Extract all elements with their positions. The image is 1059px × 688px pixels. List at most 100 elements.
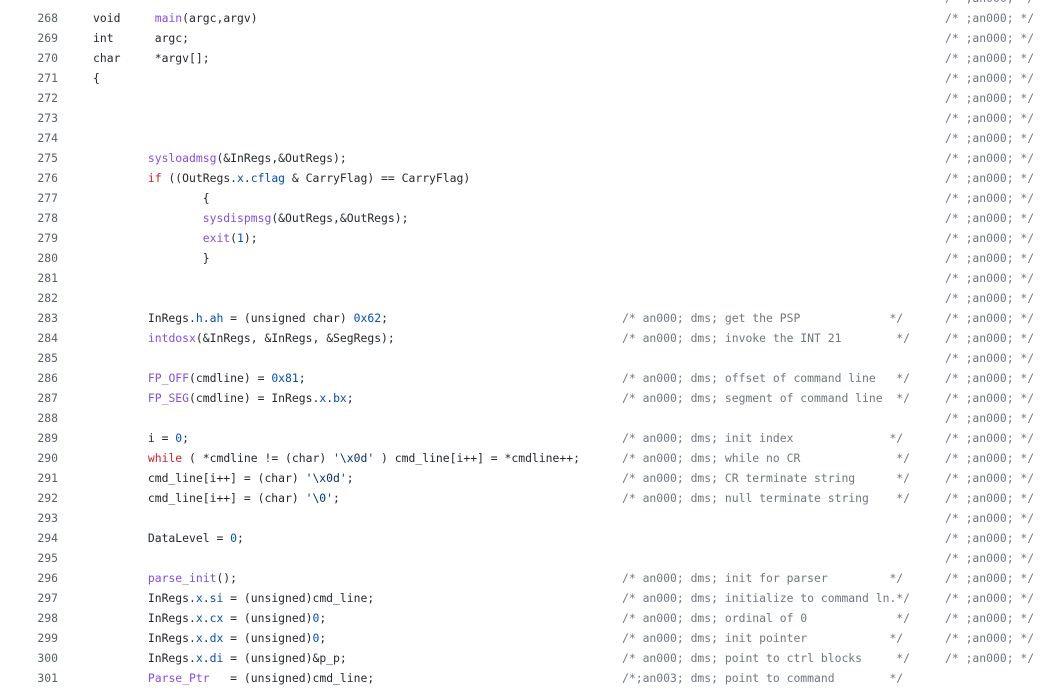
code-token	[93, 211, 203, 225]
code-token: i =	[93, 431, 176, 445]
code-token: ah	[209, 311, 224, 325]
code-token: .	[326, 391, 334, 405]
code-token: InRegs.	[93, 611, 196, 625]
revision-comment: /* ;an000; */	[945, 51, 1035, 65]
code-token: InRegs.	[93, 651, 196, 665]
code-line: 273/* ;an000; */	[0, 108, 1059, 128]
code-token: = (unsigned)	[223, 611, 313, 625]
code-token: 0	[230, 531, 238, 545]
code-text: cmd_line[i++] = (char) '\0';	[93, 488, 340, 508]
inline-comment: /* an000; dms; initialize to command ln.…	[622, 591, 911, 605]
line-number[interactable]: 272	[37, 91, 58, 105]
inline-comment: /* an000; dms; invoke the INT 21 */	[622, 331, 911, 345]
line-number[interactable]: 274	[37, 131, 58, 145]
line-number[interactable]: 288	[37, 411, 58, 425]
code-line: 292 cmd_line[i++] = (char) '\0'; /* an000…	[0, 488, 1059, 508]
line-number[interactable]: 277	[37, 191, 58, 205]
code-text: sysdispmsg(&OutRegs,&OutRegs);	[93, 208, 409, 228]
line-number[interactable]: 270	[37, 51, 58, 65]
code-token: ;	[182, 431, 190, 445]
line-number[interactable]: 273	[37, 111, 58, 125]
code-text: DataLevel = 0;	[93, 528, 244, 548]
code-line: 271{/* ;an000; */	[0, 68, 1059, 88]
code-line: 279 exit(1);/* ;an000; */	[0, 228, 1059, 248]
line-number[interactable]: 293	[37, 511, 58, 525]
code-token: cx	[209, 611, 224, 625]
code-line: 298 InRegs.x.cx = (unsigned)0;/* an000; …	[0, 608, 1059, 628]
code-text: FP_OFF(cmdline) = 0x81;	[93, 368, 306, 388]
line-number[interactable]: 280	[37, 251, 58, 265]
inline-comment: /* an000; dms; init pointer */	[622, 631, 904, 645]
line-number[interactable]: 299	[37, 631, 58, 645]
line-number[interactable]: 285	[37, 351, 58, 365]
code-text: sysloadmsg(&InRegs,&OutRegs);	[93, 148, 347, 168]
line-number[interactable]: 282	[37, 291, 58, 305]
code-line: 291 cmd_line[i++] = (char) '\x0d';/* an0…	[0, 468, 1059, 488]
line-number[interactable]: 300	[37, 651, 58, 665]
inline-comment: /* an000; dms; ordinal of 0 */	[622, 611, 911, 625]
revision-comment: /* ;an000; */	[945, 431, 1035, 445]
code-token: = (unsigned char)	[223, 311, 354, 325]
line-number[interactable]: 290	[37, 451, 58, 465]
code-token: = (unsigned)cmd_line;	[209, 671, 375, 685]
line-number[interactable]: 301	[37, 671, 58, 685]
line-number[interactable]: 291	[37, 471, 58, 485]
code-token: & CarryFlag) == CarryFlag)	[285, 171, 471, 185]
code-token: 0	[312, 631, 320, 645]
line-number[interactable]: 271	[37, 71, 58, 85]
revision-comment: /* ;an000; */	[945, 171, 1035, 185]
revision-comment: /* ;an000; */	[945, 491, 1035, 505]
code-token: intdosx	[147, 331, 196, 345]
code-line: 287 FP_SEG(cmdline) = InRegs.x.bx;/* an0…	[0, 388, 1059, 408]
code-line: 301 Parse_Ptr = (unsigned)cmd_line;/*;an…	[0, 668, 1059, 688]
line-number[interactable]: 279	[37, 231, 58, 245]
line-number[interactable]: 295	[37, 551, 58, 565]
code-token: int argc;	[93, 31, 190, 45]
code-line: 277 {/* ;an000; */	[0, 188, 1059, 208]
code-token: while	[147, 451, 183, 465]
line-number[interactable]: 287	[37, 391, 58, 405]
line-number[interactable]: 283	[37, 311, 58, 325]
code-text: FP_SEG(cmdline) = InRegs.x.bx;	[93, 388, 354, 408]
code-token: ;	[346, 471, 354, 485]
line-number[interactable]: 296	[37, 571, 58, 585]
line-number[interactable]: 292	[37, 491, 58, 505]
code-token: 0x62	[353, 311, 382, 325]
revision-comment: /* ;an000; */	[945, 251, 1035, 265]
code-token: ;	[346, 391, 354, 405]
code-token: exit	[202, 231, 231, 245]
code-token	[93, 391, 148, 405]
line-number[interactable]: 294	[37, 531, 58, 545]
code-token: x	[195, 651, 203, 665]
code-token: ((OutRegs.	[161, 171, 238, 185]
revision-comment: /* ;an000; */	[945, 371, 1035, 385]
code-text: InRegs.x.si = (unsigned)cmd_line;	[93, 588, 374, 608]
code-token: .	[202, 591, 210, 605]
line-number[interactable]: 297	[37, 591, 58, 605]
code-text: InRegs.h.ah = (unsigned char) 0x62;	[93, 308, 388, 328]
line-number[interactable]: 281	[37, 271, 58, 285]
line-number[interactable]: 289	[37, 431, 58, 445]
code-token: x	[195, 611, 203, 625]
line-number[interactable]: 298	[37, 611, 58, 625]
line-number[interactable]: 284	[37, 331, 58, 345]
line-number[interactable]: 286	[37, 371, 58, 385]
code-text: while ( *cmdline != (char) '\x0d' ) cmd_…	[93, 448, 580, 468]
line-number[interactable]: 269	[37, 31, 58, 45]
revision-comment: /* ;an000; */	[945, 631, 1035, 645]
comment-right-partial: /* ;an000; */	[945, 0, 1034, 8]
inline-comment: /* an000; dms; null terminate string */	[622, 491, 911, 505]
code-token: parse_init	[147, 571, 217, 585]
code-token: x	[237, 171, 244, 185]
code-token: 1	[237, 231, 244, 245]
line-number[interactable]: 276	[37, 171, 58, 185]
line-number[interactable]: 278	[37, 211, 58, 225]
line-number[interactable]: 275	[37, 151, 58, 165]
code-token: ;	[298, 371, 306, 385]
line-number[interactable]: 268	[37, 11, 58, 25]
revision-comment: /* ;an000; */	[945, 611, 1035, 625]
